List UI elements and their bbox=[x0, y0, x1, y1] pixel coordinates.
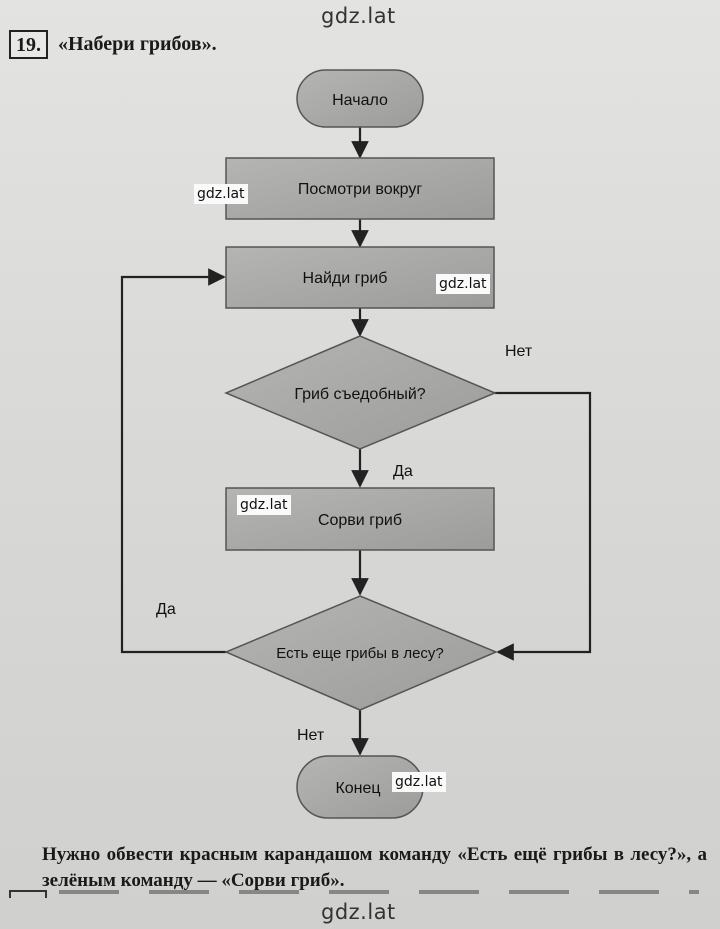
task-title: «Набери грибов». bbox=[58, 33, 217, 55]
watermark-chip: gdz.lat bbox=[237, 495, 291, 515]
more-no-label: Нет bbox=[297, 727, 325, 744]
start-label: Начало bbox=[332, 92, 388, 109]
more-question-label: Есть еще грибы в лесу? bbox=[276, 645, 444, 662]
next-task-text-fragment bbox=[59, 890, 699, 894]
watermark-chip: gdz.lat bbox=[392, 772, 446, 792]
watermark-chip: gdz.lat bbox=[194, 184, 248, 204]
find-mushroom-label: Найди гриб bbox=[303, 270, 388, 287]
edible-no-label: Нет bbox=[505, 343, 533, 360]
edible-decision bbox=[224, 335, 497, 450]
pick-mushroom-label: Сорви гриб bbox=[318, 512, 402, 529]
watermark-top: gdz.lat bbox=[321, 4, 396, 28]
end-label: Конец bbox=[335, 780, 380, 797]
next-task-fragment bbox=[9, 890, 699, 898]
task-number: 19. bbox=[9, 30, 48, 59]
arrow-more-yes-loop bbox=[120, 268, 226, 654]
watermark-bottom: gdz.lat bbox=[321, 900, 396, 924]
look-around-label: Посмотри вокруг bbox=[298, 181, 422, 198]
arrow-edible-no-branch bbox=[495, 391, 592, 661]
watermark-chip: gdz.lat bbox=[436, 274, 490, 294]
more-mushrooms-decision bbox=[224, 595, 498, 711]
task-header: 19. «Набери грибов». bbox=[9, 30, 217, 59]
edible-question-label: Гриб съедобный? bbox=[294, 386, 425, 403]
flowchart: Начало Посмотри вокруг Найди гриб Гриб с… bbox=[120, 69, 592, 819]
answer-text: Нужно обвести красным карандашом команду… bbox=[42, 844, 707, 891]
more-yes-label: Да bbox=[156, 601, 176, 618]
edible-yes-label: Да bbox=[393, 463, 413, 480]
next-task-box bbox=[9, 890, 47, 898]
start-terminal bbox=[296, 69, 424, 128]
